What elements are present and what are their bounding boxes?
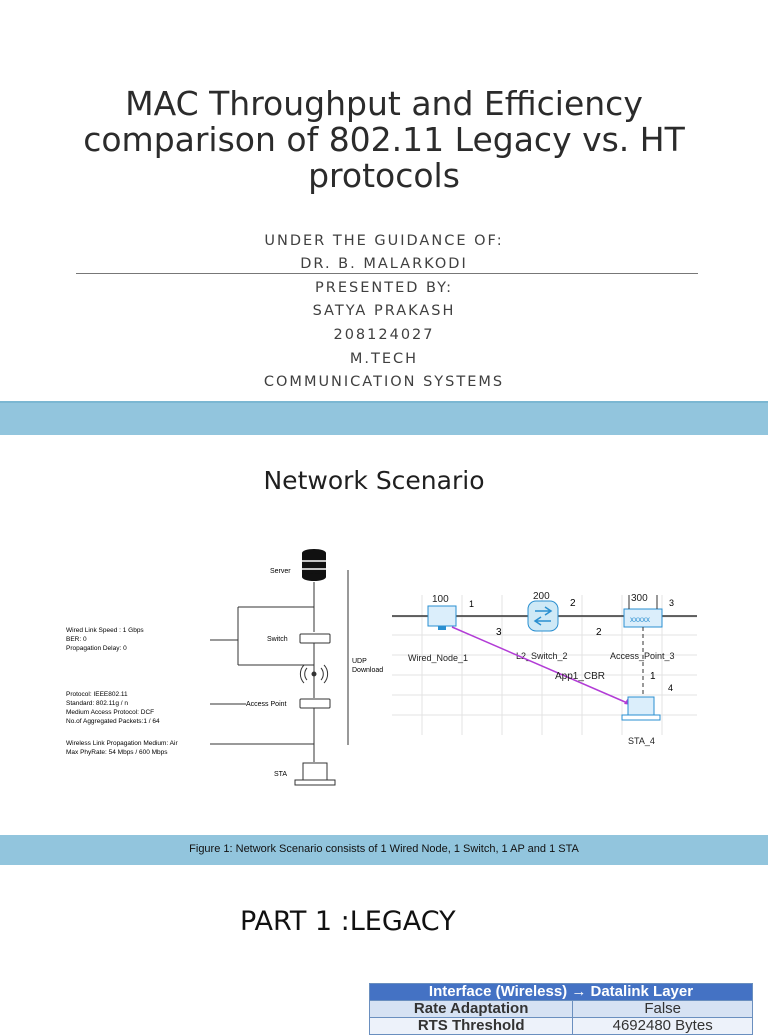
wired-node-icon <box>427 605 457 630</box>
wired-node-id: 100 <box>432 594 449 605</box>
protocol-info-2: Standard: 802.11g / n <box>66 700 128 707</box>
udp-label: UDP <box>352 658 367 665</box>
wired-info-2: BER: 0 <box>66 636 87 643</box>
ap-node-label: Access_Point_3 <box>610 651 675 661</box>
network-scenario-title: Network Scenario <box>263 466 485 495</box>
access-point-icon <box>299 698 331 709</box>
laptop-icon <box>294 762 336 786</box>
figure-caption: Figure 1: Network Scenario consists of 1… <box>189 843 579 855</box>
presentation-title: MAC Throughput and Efficiency comparison… <box>83 84 685 195</box>
slide-separator-band <box>0 401 768 435</box>
port-label: 2 <box>570 598 576 609</box>
degree: M.TECH <box>349 351 419 367</box>
figure-caption-band <box>0 835 768 865</box>
table-header-row: Interface (Wireless) → Datalink Layer <box>369 983 753 1001</box>
svg-text:xxxxx: xxxxx <box>630 615 650 624</box>
guidance-label: UNDER THE GUIDANCE OF: <box>264 233 504 249</box>
wired-info-3: Propagation Delay: 0 <box>66 645 127 652</box>
roll-number: 208124027 <box>333 327 435 343</box>
wireless-info-1: Wireless Link Propagation Medium: Air <box>66 740 178 747</box>
download-label: Download <box>352 667 383 674</box>
part-1-title: PART 1 :LEGACY <box>240 906 456 937</box>
access-point-node-icon: xxxxx <box>623 595 663 628</box>
l2-switch-icon <box>527 600 559 632</box>
server-icon <box>302 549 326 581</box>
switch-label: Switch <box>267 636 288 643</box>
sta-label: STA <box>274 771 287 778</box>
sta-laptop-icon <box>621 696 661 721</box>
port-label: 4 <box>668 683 673 693</box>
table-header: Interface (Wireless) → Datalink Layer <box>369 983 753 1001</box>
server-label: Server <box>270 568 291 575</box>
datalink-parameters-table: Interface (Wireless) → Datalink Layer Ra… <box>368 983 753 1035</box>
value-cell: 4692480 Bytes <box>572 1017 753 1035</box>
switch-icon <box>299 633 331 644</box>
switch-node-id: 200 <box>533 591 550 602</box>
port-label: 3 <box>496 627 502 638</box>
table-row: RTS Threshold 4692480 Bytes <box>368 1017 753 1035</box>
port-label: 2 <box>596 627 602 638</box>
wifi-icon <box>299 664 329 684</box>
param-cell: Rate Adaptation <box>368 1000 574 1018</box>
protocol-info-4: No.of Aggregated Packets:1 / 64 <box>66 718 160 725</box>
divider-line <box>76 273 698 274</box>
param-cell: RTS Threshold <box>368 1017 574 1035</box>
presented-by-label: PRESENTED BY: <box>315 280 453 296</box>
protocol-info-1: Protocol: IEEE802.11 <box>66 691 128 698</box>
protocol-info-3: Medium Access Protocol: DCF <box>66 709 154 716</box>
wired-info-1: Wired Link Speed : 1 Gbps <box>66 627 144 634</box>
guide-name: DR. B. MALARKODI <box>300 256 468 272</box>
port-label: 3 <box>669 598 674 608</box>
network-diagram-left: Server Switch Access Point STA UDP Downl… <box>66 549 383 786</box>
port-label: 1 <box>469 599 474 609</box>
table-row: Rate Adaptation False <box>368 1000 753 1018</box>
access-point-label: Access Point <box>246 701 287 708</box>
sta-node-label: STA_4 <box>628 736 655 746</box>
value-cell: False <box>572 1000 753 1018</box>
ap-node-id: 300 <box>631 593 648 604</box>
title-slide: MAC Throughput and Efficiency comparison… <box>0 0 768 400</box>
network-diagram-right: 100 Wired_Node_1 200 L2_Switch_2 xxxxx 3… <box>392 591 697 746</box>
app-flow-label: App1_CBR <box>555 671 605 682</box>
wired-node-label: Wired_Node_1 <box>408 653 468 663</box>
switch-node-label: L2_Switch_2 <box>516 651 568 661</box>
department: COMMUNICATION SYSTEMS <box>263 374 505 390</box>
presenter-name: SATYA PRAKASH <box>312 303 456 319</box>
port-label: 1 <box>650 671 656 682</box>
wireless-info-2: Max PhyRate: 54 Mbps / 600 Mbps <box>66 749 168 756</box>
